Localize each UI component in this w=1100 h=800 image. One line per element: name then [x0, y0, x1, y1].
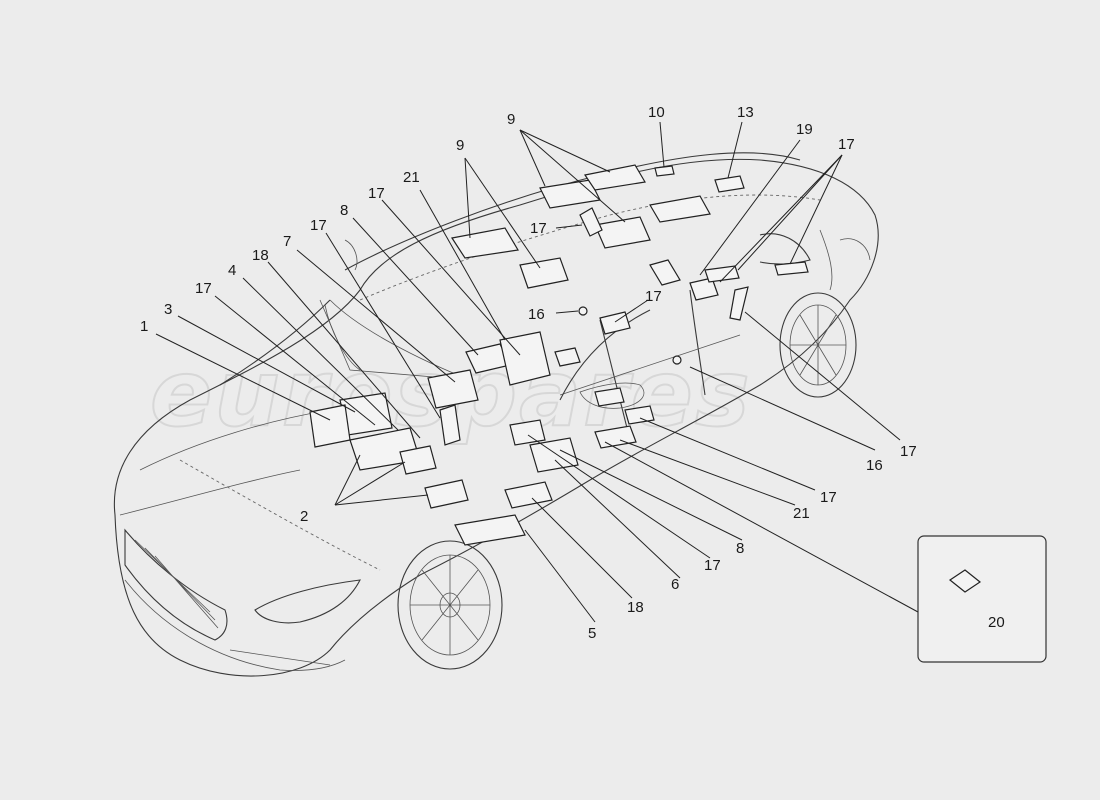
pad-20 [948, 569, 982, 593]
pad-strip [579, 207, 603, 237]
callout-8: 21 [793, 505, 810, 522]
callout-6: 17 [704, 557, 721, 574]
callout-17: 17 [530, 220, 547, 237]
callout-17: 17 [838, 136, 855, 153]
pad-roof-5 [594, 216, 651, 249]
callout-9: 9 [507, 111, 515, 128]
callout-17: 17 [645, 288, 662, 305]
callout-17: 17 [368, 185, 385, 202]
pad-group [309, 164, 809, 546]
callout-18: 6 [671, 576, 679, 593]
callout-21: 21 [403, 169, 420, 186]
callout-7: 7 [283, 233, 291, 250]
pad-13 [714, 175, 745, 193]
leader-lines [155, 121, 1001, 623]
callout-8: 8 [340, 202, 348, 219]
pad-17-rear [774, 261, 809, 276]
pad-18 [529, 437, 579, 473]
pad-17-b [424, 479, 469, 509]
pad-2 [454, 514, 526, 546]
callout-5: 18 [627, 599, 644, 616]
pad-roof-6 [519, 257, 569, 289]
pad-6 [509, 419, 546, 446]
callout-16: 16 [866, 457, 883, 474]
callout-9: 9 [456, 137, 464, 154]
pad-5 [504, 481, 553, 509]
callout-17: 17 [900, 443, 917, 460]
callout-17: 2 [300, 508, 308, 525]
callout-19: 19 [796, 121, 813, 138]
detail-box: 20 [917, 535, 1047, 663]
pad-21b [624, 405, 655, 425]
pad-roof-3 [584, 164, 646, 191]
pad-17-a [399, 445, 437, 475]
callout-4: 4 [228, 262, 236, 279]
callout-3: 3 [164, 301, 172, 318]
pad-small-1 [554, 347, 581, 367]
callout-17: 17 [195, 280, 212, 297]
pad-roof-1 [451, 227, 519, 259]
callout-13: 13 [737, 104, 754, 121]
callout-labels: 1 3 17 4 18 7 17 8 17 21 9 9 10 13 19 17… [140, 104, 917, 642]
callout-17: 17 [310, 217, 327, 234]
pad-door-3 [649, 259, 681, 286]
callout-16: 16 [528, 306, 545, 323]
pad-16b [672, 355, 682, 365]
pad-small-2 [594, 387, 625, 407]
callout-21: 17 [820, 489, 837, 506]
pad-21 [499, 331, 551, 386]
callout-17: 8 [736, 540, 744, 557]
pad-door-4 [729, 286, 749, 321]
pad-1 [309, 404, 351, 448]
pad-roof-4 [649, 195, 711, 223]
callout-1: 1 [140, 318, 148, 335]
callout-2: 5 [588, 625, 596, 642]
callout-20: 20 [988, 614, 1005, 631]
pad-door-2 [704, 265, 740, 283]
callout-18: 18 [252, 247, 269, 264]
pad-tunnel [439, 404, 461, 446]
pad-10 [654, 165, 675, 177]
callout-10: 10 [648, 104, 665, 121]
pad-7 [427, 369, 479, 409]
pad-door-1 [689, 277, 719, 301]
pad-16a [578, 306, 588, 316]
detail-box-frame [917, 535, 1047, 663]
